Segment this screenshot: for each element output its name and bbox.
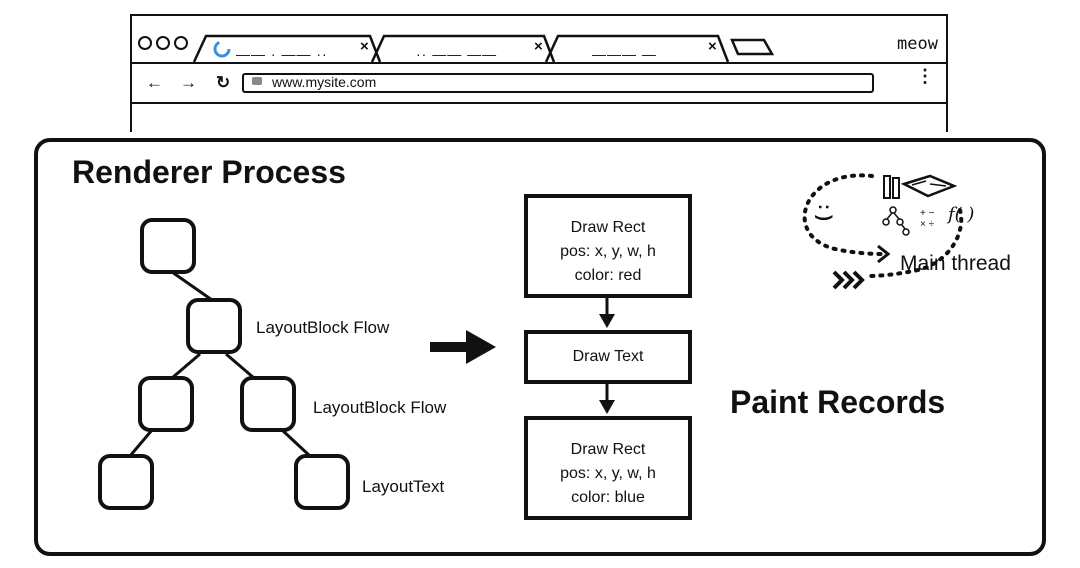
function-icon: f( ) — [948, 204, 975, 225]
layout-label-1: LayoutBlock Flow — [256, 318, 390, 337]
record-3-line-2: pos: x, y, w, h — [560, 465, 656, 482]
browser-window: —— · —— ·· × ·· —— —— × ——— — × meow ← →… — [130, 14, 948, 132]
paint-record-2: Draw Text — [524, 330, 692, 384]
maximize-dot-icon[interactable] — [174, 36, 188, 50]
paint-records-title: Paint Records — [730, 384, 946, 420]
back-arrow-icon[interactable]: ← — [146, 73, 163, 92]
layout-label-3: LayoutText — [362, 477, 445, 496]
tab-2-close-icon[interactable]: × — [534, 38, 543, 55]
tab-outlines — [192, 34, 775, 63]
tab-1-label[interactable]: —— · —— ·· — [236, 46, 328, 62]
window-controls — [138, 36, 188, 50]
profile-label[interactable]: meow — [897, 34, 938, 54]
layout-text-node — [294, 454, 350, 510]
layout-block-node — [186, 298, 242, 354]
smiley-face-icon: : ) — [815, 204, 835, 221]
renderer-process-title: Renderer Process — [72, 154, 346, 190]
forward-arrow-icon[interactable]: → — [180, 73, 197, 92]
tab-bar: —— · —— ·· × ·· —— —— × ——— — × meow — [132, 16, 946, 64]
minimize-dot-icon[interactable] — [156, 36, 170, 50]
tab-2-label[interactable]: ·· —— —— — [416, 46, 498, 62]
right-arrow-icon — [430, 330, 496, 364]
record-1-line-3: color: red — [574, 267, 642, 284]
layout-root-node — [140, 218, 196, 274]
record-1-line-1: Draw Rect — [570, 219, 646, 236]
record-2-line-1: Draw Text — [572, 348, 644, 365]
close-dot-icon[interactable] — [138, 36, 152, 50]
math-symbols-icon: + − × ÷ — [920, 208, 935, 230]
layout-left-node — [138, 376, 194, 432]
toolbar: ← → ↻ www.mysite.com ⋮ — [132, 64, 946, 104]
paint-record-3: Draw Rect pos: x, y, w, h color: blue — [524, 416, 692, 520]
reload-icon[interactable]: ↻ — [216, 73, 231, 92]
tab-1-close-icon[interactable]: × — [360, 38, 369, 55]
main-thread-label: Main thread — [900, 252, 1011, 275]
layout-block-node-2 — [240, 376, 296, 432]
lock-icon — [252, 77, 262, 85]
record-3-line-3: color: blue — [571, 489, 645, 506]
layout-label-2: LayoutBlock Flow — [313, 398, 447, 417]
record-3-line-1: Draw Rect — [570, 441, 646, 458]
url-text: www.mysite.com — [272, 74, 377, 90]
tab-3-label[interactable]: ——— — — [592, 46, 657, 62]
address-bar[interactable]: www.mysite.com — [242, 73, 874, 93]
record-1-line-2: pos: x, y, w, h — [560, 243, 656, 260]
layout-leaf-node — [98, 454, 154, 510]
paint-record-1: Draw Rect pos: x, y, w, h color: red — [524, 194, 692, 298]
tab-3-close-icon[interactable]: × — [708, 38, 717, 55]
